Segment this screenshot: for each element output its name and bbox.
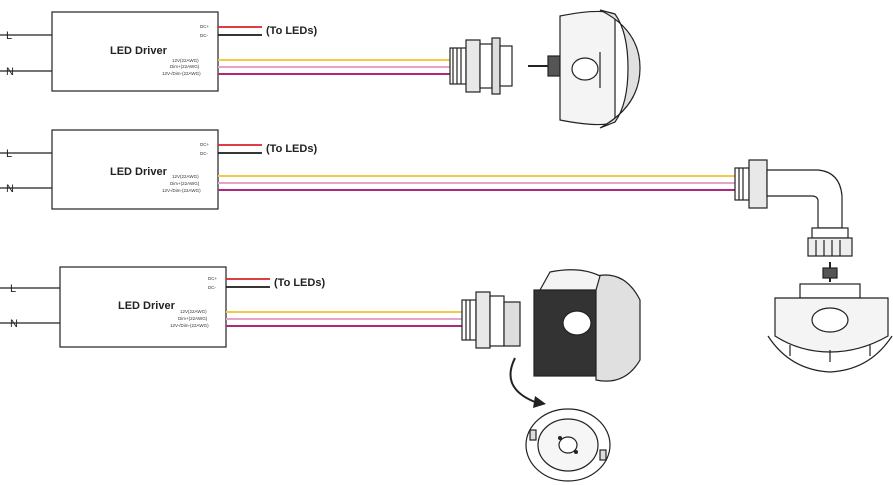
to-leds-label: (To LEDs) — [266, 25, 317, 37]
wire-dim-plus-label: Dim+(22AWG) — [178, 316, 208, 321]
driver-title: LED Driver — [118, 300, 176, 312]
line-label: L — [6, 30, 12, 42]
driver-title: LED Driver — [110, 166, 168, 178]
led-driver-box — [51, 11, 219, 92]
elbow-connector — [734, 159, 853, 257]
neutral-label: N — [6, 183, 14, 195]
dc-minus-label: DC- — [200, 151, 208, 156]
dc-minus-label: DC- — [200, 33, 208, 38]
wire-dim-plus-label: Dim+(22AWG) — [170, 64, 200, 69]
wire-12v-label: 12V(22AWG) — [172, 58, 199, 63]
led-driver-box — [59, 266, 227, 348]
dome-sensor — [767, 262, 893, 373]
neutral-label: N — [10, 318, 18, 330]
wire-dim-minus-label: 12V-/Dim-(22AWG) — [170, 323, 209, 328]
wire-dim-minus-label: 12V-/Dim-(22AWG) — [162, 71, 201, 76]
dc-minus-label: DC- — [208, 285, 216, 290]
curved-arrow — [509, 357, 536, 403]
threaded-connector — [449, 37, 513, 95]
sensor-head — [528, 9, 641, 129]
wire-dim-minus-label: 12V-/Dim-(22AWG) — [162, 188, 201, 193]
wire-dim-plus-label: Dim+(22AWG) — [170, 181, 200, 186]
dc-plus-label: DC+ — [200, 142, 209, 147]
wire-12v-label: 12V(22AWG) — [172, 174, 199, 179]
line-label: L — [6, 148, 12, 160]
driver-title: LED Driver — [110, 45, 168, 57]
to-leds-label: (To LEDs) — [274, 277, 325, 289]
dc-plus-label: DC+ — [200, 24, 209, 29]
row-3: L N LED Driver DC+ DC- 12V(22AWG) Dim+(2… — [0, 266, 641, 482]
row-1: L N LED Driver DC+ DC- 12V(22AWG) Dim+(2… — [0, 9, 641, 129]
wire-12v-label: 12V(22AWG) — [180, 309, 207, 314]
led-driver-box — [51, 129, 219, 210]
dc-plus-label: DC+ — [208, 276, 217, 281]
line-label: L — [10, 283, 16, 295]
sensor-head — [533, 269, 641, 382]
row-2: L N LED Driver DC+ DC- 12V(22AWG) Dim+(2… — [0, 129, 893, 373]
threaded-connector — [461, 291, 521, 349]
to-leds-label: (To LEDs) — [266, 143, 317, 155]
neutral-label: N — [6, 66, 14, 78]
arrow-head — [533, 396, 546, 408]
mounting-disc — [525, 408, 611, 482]
